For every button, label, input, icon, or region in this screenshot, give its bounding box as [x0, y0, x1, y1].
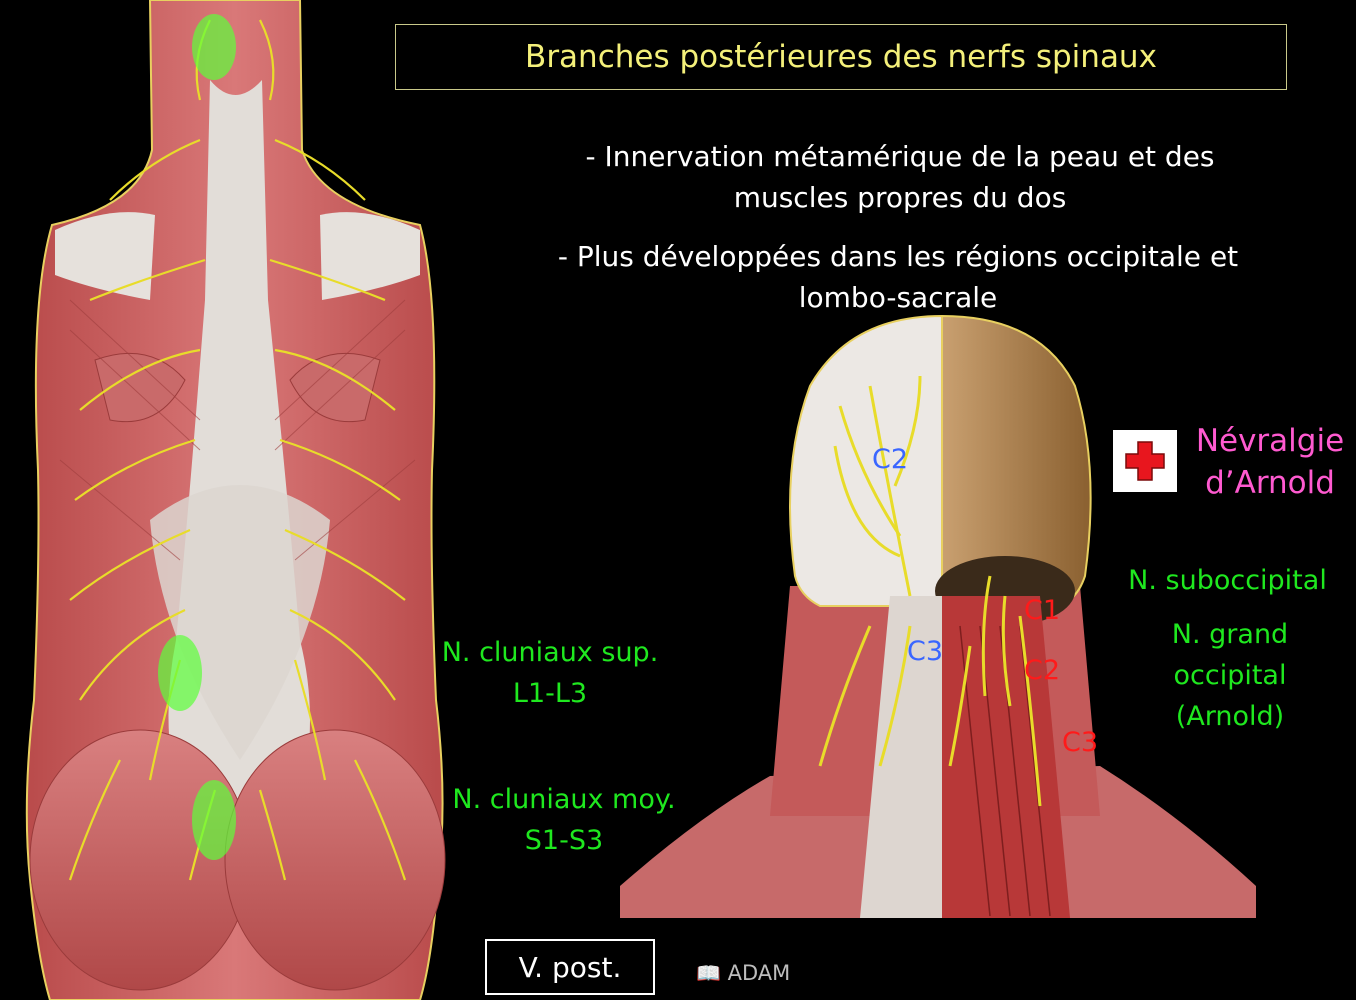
- bullet-regions-line2: lombo-sacrale: [798, 281, 998, 314]
- back-anatomy-illustration: [25, 0, 446, 1000]
- label-grand-occipital-line2: occipital: [1173, 660, 1287, 691]
- label-cluniaux-sup-line2: L1-L3: [512, 678, 588, 709]
- page-title-box: Branches postérieures des nerfs spinaux: [395, 24, 1287, 90]
- highlight-cluniaux-moy: [192, 780, 236, 860]
- bullet-innervation: - Innervation métamérique de la peau et …: [520, 136, 1280, 218]
- label-cluniaux-moy-line2: S1-S3: [524, 825, 604, 856]
- label-grand-occipital: N. grand occipital (Arnold): [1120, 614, 1340, 737]
- head-neck-anatomy-illustration: [620, 314, 1256, 918]
- page-title: Branches postérieures des nerfs spinaux: [525, 39, 1157, 75]
- label-c1-red: C1: [1024, 595, 1061, 626]
- bullet-regions: - Plus développées dans les régions occi…: [498, 236, 1298, 318]
- label-c3-blue: C3: [907, 636, 944, 667]
- label-c2-red: C2: [1024, 655, 1061, 686]
- label-grand-occipital-line3: (Arnold): [1175, 701, 1285, 732]
- label-cluniaux-sup: N. cluniaux sup. L1-L3: [420, 632, 680, 714]
- source-label: ADAM: [727, 961, 791, 985]
- label-cluniaux-moy-line1: N. cluniaux moy.: [452, 784, 676, 815]
- neuralgia-line1: Névralgie: [1195, 423, 1345, 459]
- label-grand-occipital-line1: N. grand: [1171, 619, 1289, 650]
- bullet-innervation-line1: - Innervation métamérique de la peau et …: [585, 140, 1215, 173]
- highlight-cluniaux-sup: [158, 635, 202, 711]
- neuralgia-label: Névralgie d’Arnold: [1185, 420, 1355, 504]
- book-icon: 📖: [696, 961, 721, 985]
- view-label: V. post.: [518, 950, 622, 984]
- label-cluniaux-moy: N. cluniaux moy. S1-S3: [424, 779, 704, 861]
- source-credit: 📖 ADAM: [696, 961, 790, 985]
- label-c2-blue: C2: [872, 444, 909, 475]
- label-c3-red: C3: [1062, 727, 1099, 758]
- first-aid-cross-icon: [1113, 430, 1177, 492]
- bullet-regions-line1: - Plus développées dans les régions occi…: [557, 240, 1239, 273]
- highlight-suboccipital: [192, 14, 236, 80]
- label-suboccipital: N. suboccipital: [1128, 565, 1327, 596]
- neuralgia-line2: d’Arnold: [1205, 465, 1335, 501]
- label-cluniaux-sup-line1: N. cluniaux sup.: [441, 637, 659, 668]
- bullet-innervation-line2: muscles propres du dos: [733, 181, 1067, 214]
- view-label-box: V. post.: [485, 939, 655, 995]
